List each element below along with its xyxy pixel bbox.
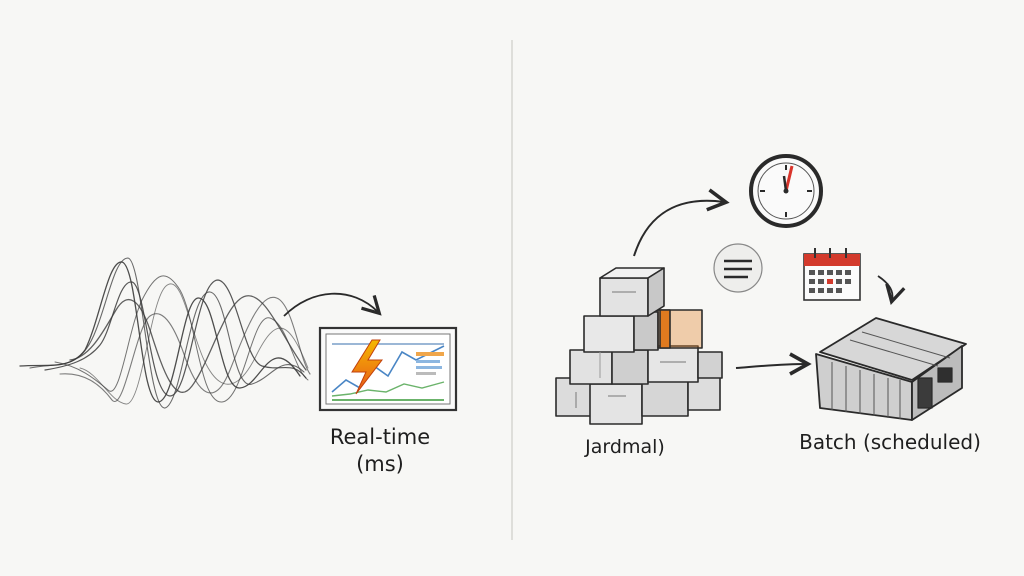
- box-stack-caption: Jardmal): [585, 436, 665, 458]
- realtime-caption-line2: (ms): [356, 452, 404, 476]
- realtime-caption: Real-time (ms): [300, 424, 460, 478]
- box-stack-icon: [555, 267, 723, 425]
- arrow-icon: [633, 188, 730, 257]
- list-icon: [713, 243, 763, 293]
- arrow-icon: [283, 292, 382, 317]
- wave-stream-icon: [19, 257, 311, 409]
- arrow-icon: [877, 275, 906, 305]
- batch-caption: Batch (scheduled): [799, 430, 981, 454]
- arrow-icon: [735, 352, 812, 376]
- clock-icon: [749, 154, 823, 228]
- lightning-bolt-icon: [351, 339, 384, 395]
- warehouse-icon: [815, 317, 967, 421]
- calendar-icon: [803, 248, 861, 301]
- dashboard-monitor-icon: [318, 326, 458, 412]
- realtime-caption-line1: Real-time: [329, 425, 431, 449]
